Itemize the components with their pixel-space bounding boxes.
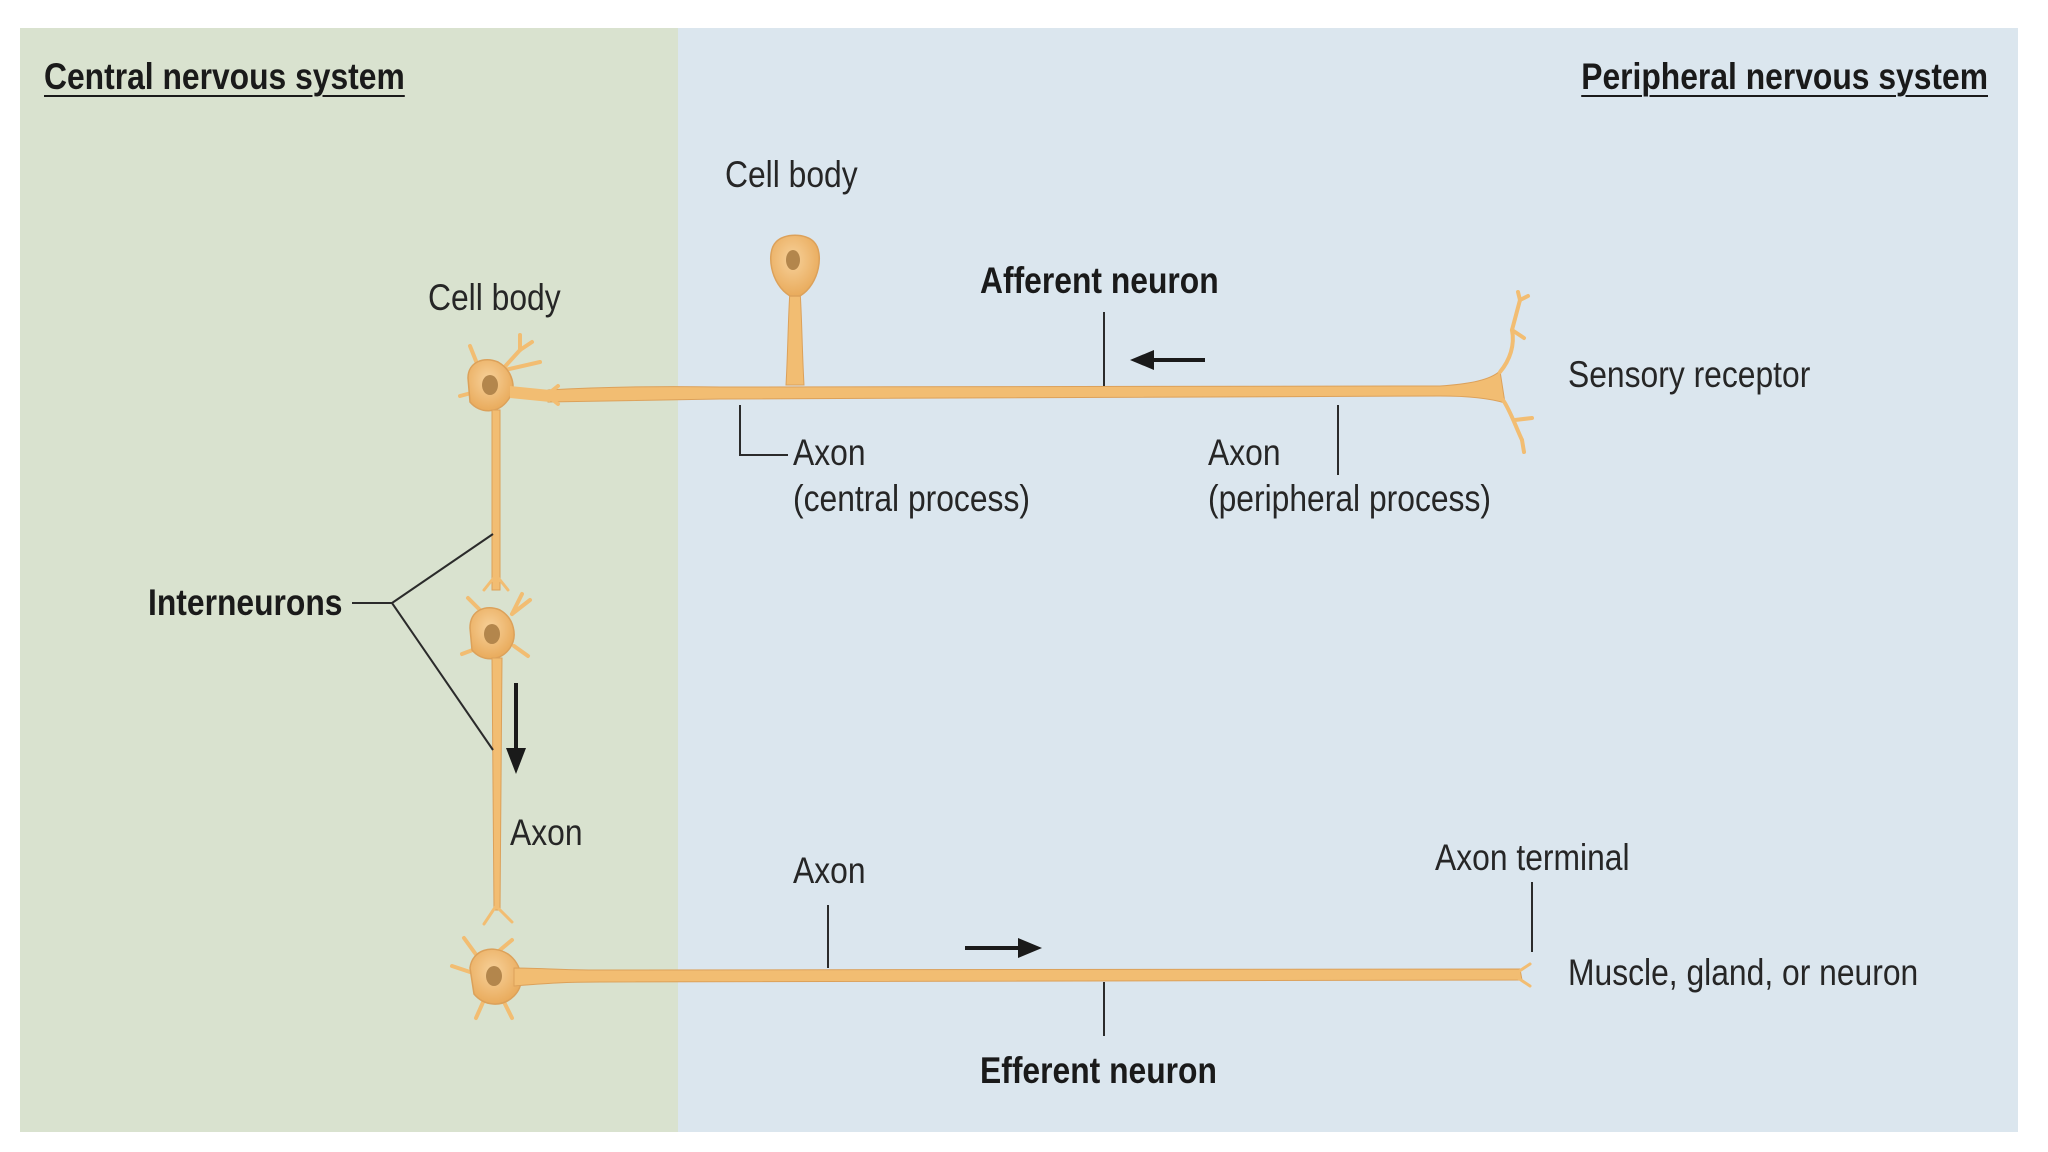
axon-terminal-label: Axon terminal [1435, 837, 1630, 878]
sensory-receptor-endings [1498, 290, 1534, 454]
axon-peripheral-process-line-2: (peripheral process) [1208, 478, 1491, 520]
interneuron-axon-label: Axon [510, 812, 583, 853]
axon-peripheral-process-label: Axon (peripheral process) [1208, 430, 1491, 523]
efferent-direction-arrow [965, 938, 1042, 958]
afferent-direction-arrow [1130, 350, 1205, 370]
interneuron-direction-arrow [506, 683, 526, 774]
efferent-neuron-label: Efferent neuron [980, 1050, 1217, 1091]
peripheral-nervous-system-heading: Peripheral nervous system [1581, 56, 1988, 97]
axon-peripheral-process-line-1: Axon [1208, 432, 1281, 473]
axon-central-process-line-2: (central process) [793, 478, 1030, 520]
interneuron-1 [458, 333, 560, 592]
leader-lines [352, 312, 1533, 1036]
interneuron-cell-body-label: Cell body [428, 277, 561, 318]
interneuron-2 [460, 592, 532, 926]
leader-axon-central [739, 405, 788, 456]
leader-interneurons [352, 533, 494, 751]
afferent-cell-body [769, 234, 821, 297]
interneurons-label: Interneurons [148, 582, 343, 623]
axon-central-process-line-1: Axon [793, 432, 866, 473]
direction-arrows [506, 350, 1205, 958]
muscle-gland-neuron-label: Muscle, gland, or neuron [1568, 952, 1919, 993]
afferent-cell-body-label: Cell body [725, 154, 858, 195]
central-nervous-system-region [20, 28, 678, 1132]
efferent-neuron [450, 936, 1532, 1020]
afferent-neuron-label: Afferent neuron [980, 260, 1219, 301]
central-nervous-system-heading: Central nervous system [44, 56, 405, 97]
sensory-receptor-label: Sensory receptor [1568, 354, 1811, 395]
efferent-axon-label: Axon [793, 850, 866, 891]
peripheral-nervous-system-region [678, 28, 2018, 1132]
axon-central-process-label: Axon (central process) [793, 430, 1030, 523]
